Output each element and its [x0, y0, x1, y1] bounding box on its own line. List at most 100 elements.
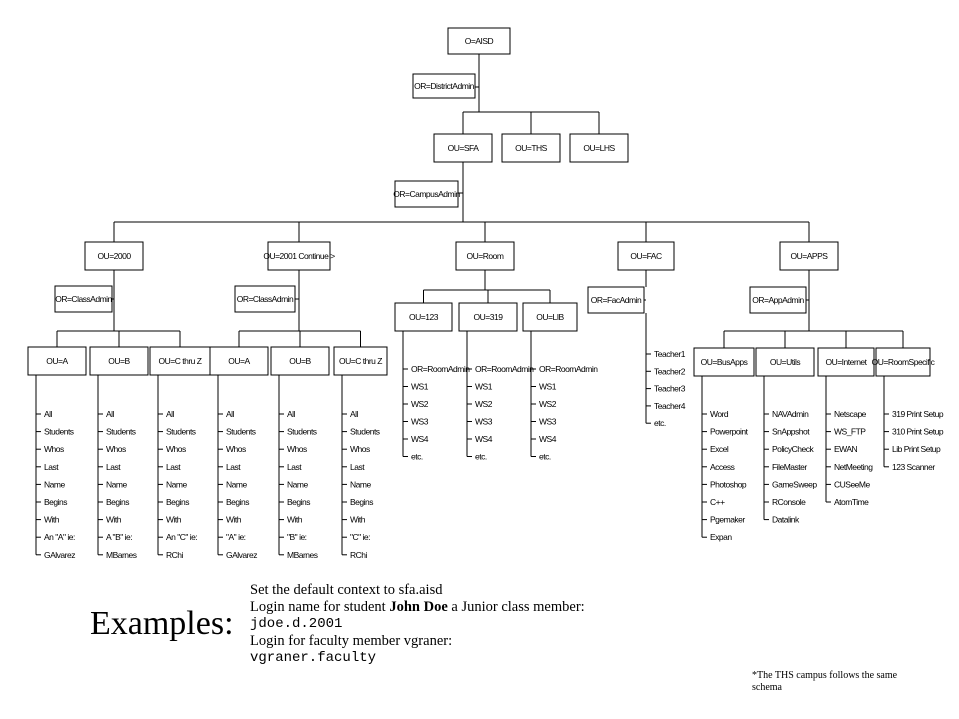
- root-node-label: O=AISD: [465, 36, 494, 46]
- room-list-1-item-2: WS2: [475, 399, 493, 409]
- room-list-2-item-2: WS2: [539, 399, 557, 409]
- class-list-1-0-item-6: With: [226, 515, 242, 525]
- class-node-1-1-label: OU=B: [289, 356, 311, 366]
- class-list-0-1-item-0: All: [106, 409, 115, 419]
- room-node-0-label: OU=123: [409, 312, 439, 322]
- class-list-0-2-item-0: All: [166, 409, 175, 419]
- class-list-1-2-item-8: RChi: [350, 550, 368, 560]
- dept-node-0-box: [84, 241, 144, 271]
- class-list-0-0-item-7: An "A" ie:: [44, 532, 75, 542]
- room-list-2-item-3: WS3: [539, 417, 557, 427]
- class-list-0-2-item-2: Whos: [166, 444, 186, 454]
- class-node-1-2-label: OU=C thru Z: [339, 356, 382, 366]
- fac-list-item-0: Teacher1: [654, 349, 686, 359]
- dept-node-4-box: [779, 241, 839, 271]
- dept-node-0-label: OU=2000: [97, 251, 131, 261]
- fac-list-item-3: Teacher4: [654, 401, 686, 411]
- dept-node-3-box: [617, 241, 675, 271]
- campus-admin-node-label: OR=CampusAdmin: [393, 189, 460, 199]
- dept-node-1: OU=2001 Continue >: [263, 241, 336, 271]
- class-node-0-1-label: OU=B: [108, 356, 130, 366]
- class-list-0-1-item-8: MBarnes: [106, 550, 137, 560]
- class-list-1-0-item-2: Whos: [226, 444, 246, 454]
- app-list-3-item-0: 319 Print Setup: [892, 409, 944, 419]
- class-node-0-2: OU=C thru Z: [149, 346, 211, 376]
- app-node-2-label: OU=Internet: [825, 357, 867, 367]
- class-list-1-2-item-1: Students: [350, 427, 380, 437]
- app-list-1-item-5: RConsole: [772, 497, 806, 507]
- class-list-0-0-item-1: Students: [44, 427, 74, 437]
- room-node-1-box: [458, 302, 518, 332]
- dept-admin-node-1: OR=ClassAdmin: [234, 285, 296, 313]
- app-list-0-item-5: C++: [710, 497, 725, 507]
- fac-list-item-4: etc.: [654, 418, 666, 428]
- examples-block: Set the default context to sfa.aisd Logi…: [250, 582, 585, 667]
- app-list-3-item-2: Lib Print Setup: [892, 444, 941, 454]
- class-node-0-0-label: OU=A: [46, 356, 68, 366]
- class-list-0-0-item-3: Last: [44, 462, 59, 472]
- class-node-1-0-label: OU=A: [228, 356, 250, 366]
- room-node-1-label: OU=319: [474, 312, 504, 322]
- class-node-1-2: OU=C thru Z: [333, 346, 388, 376]
- app-list-1-item-0: NAVAdmin: [772, 409, 809, 419]
- campus-admin-node: OR=CampusAdmin: [393, 180, 461, 208]
- class-node-1-2-box: [333, 346, 388, 376]
- class-node-0-1: OU=B: [89, 346, 149, 376]
- campus-node-0-box: [433, 133, 493, 163]
- class-list-1-1-item-7: "B" ie:: [287, 532, 307, 542]
- dept-node-2-label: OU=Room: [467, 251, 504, 261]
- class-list-0-1-item-6: With: [106, 515, 122, 525]
- dept-node-1-label: OU=2001 Continue >: [263, 251, 335, 261]
- room-list-1-item-3: WS3: [475, 417, 493, 427]
- dept-node-3: OU=FAC: [617, 241, 675, 271]
- room-list-2-item-1: WS1: [539, 382, 557, 392]
- district-admin-node: OR=DistrictAdmin: [412, 73, 476, 99]
- app-node-0-label: OU=BusApps: [701, 357, 748, 367]
- class-list-0-0-item-4: Name: [44, 479, 65, 489]
- class-list-1-1-item-8: MBarnes: [287, 550, 318, 560]
- room-list-0-item-2: WS2: [411, 399, 429, 409]
- app-node-3: OU=RoomSpecific: [872, 347, 936, 377]
- room-list-0-item-1: WS1: [411, 382, 429, 392]
- app-node-0: OU=BusApps: [693, 347, 755, 377]
- room-node-2-label: OU=LIB: [536, 312, 564, 322]
- class-list-1-1-item-4: Name: [287, 479, 308, 489]
- app-list-2-item-5: AtomTime: [834, 497, 869, 507]
- class-list-1-2-item-7: "C" ie:: [350, 532, 370, 542]
- room-list-2-item-5: etc.: [539, 452, 551, 462]
- class-list-0-2-item-5: Begins: [166, 497, 189, 507]
- dept-admin-node-3: OR=FacAdmin: [587, 286, 645, 314]
- dept-admin-node-4-box: [749, 286, 807, 314]
- class-list-1-0-item-0: All: [226, 409, 235, 419]
- room-list-1-item-4: WS4: [475, 434, 493, 444]
- fac-list-item-2: Teacher3: [654, 384, 686, 394]
- campus-node-0-label: OU=SFA: [448, 143, 480, 153]
- class-node-0-2-box: [149, 346, 211, 376]
- app-list-0-item-0: Word: [710, 409, 729, 419]
- room-list-0-item-0: OR=RoomAdmin: [411, 364, 470, 374]
- examples-heading: Examples:: [90, 605, 234, 642]
- class-list-1-0-item-4: Name: [226, 479, 247, 489]
- app-list-0-item-6: Pgemaker: [710, 515, 745, 525]
- class-node-1-0-box: [209, 346, 269, 376]
- class-list-0-2-item-3: Last: [166, 462, 181, 472]
- class-list-1-2-item-6: With: [350, 515, 366, 525]
- room-list-0-item-4: WS4: [411, 434, 429, 444]
- class-list-0-2-item-1: Students: [166, 427, 196, 437]
- class-list-0-1-item-7: A "B" ie:: [106, 532, 132, 542]
- example-student-login: jdoe.d.2001: [250, 616, 343, 632]
- dept-node-3-label: OU=FAC: [630, 251, 662, 261]
- district-admin-node-box: [412, 73, 476, 99]
- class-list-1-2-item-0: All: [350, 409, 359, 419]
- app-list-3-item-3: 123 Scanner: [892, 462, 935, 472]
- dept-admin-node-0: OR=ClassAdmin: [54, 285, 113, 313]
- class-list-1-2-item-3: Last: [350, 462, 365, 472]
- app-list-0-item-3: Access: [710, 462, 735, 472]
- class-list-0-0-item-0: All: [44, 409, 53, 419]
- class-list-0-1-item-1: Students: [106, 427, 136, 437]
- dept-admin-node-1-box: [234, 285, 296, 313]
- dept-admin-node-0-box: [54, 285, 113, 313]
- class-list-0-2-item-4: Name: [166, 479, 187, 489]
- app-list-0-item-4: Photoshop: [710, 479, 747, 489]
- dept-node-1-box: [267, 241, 331, 271]
